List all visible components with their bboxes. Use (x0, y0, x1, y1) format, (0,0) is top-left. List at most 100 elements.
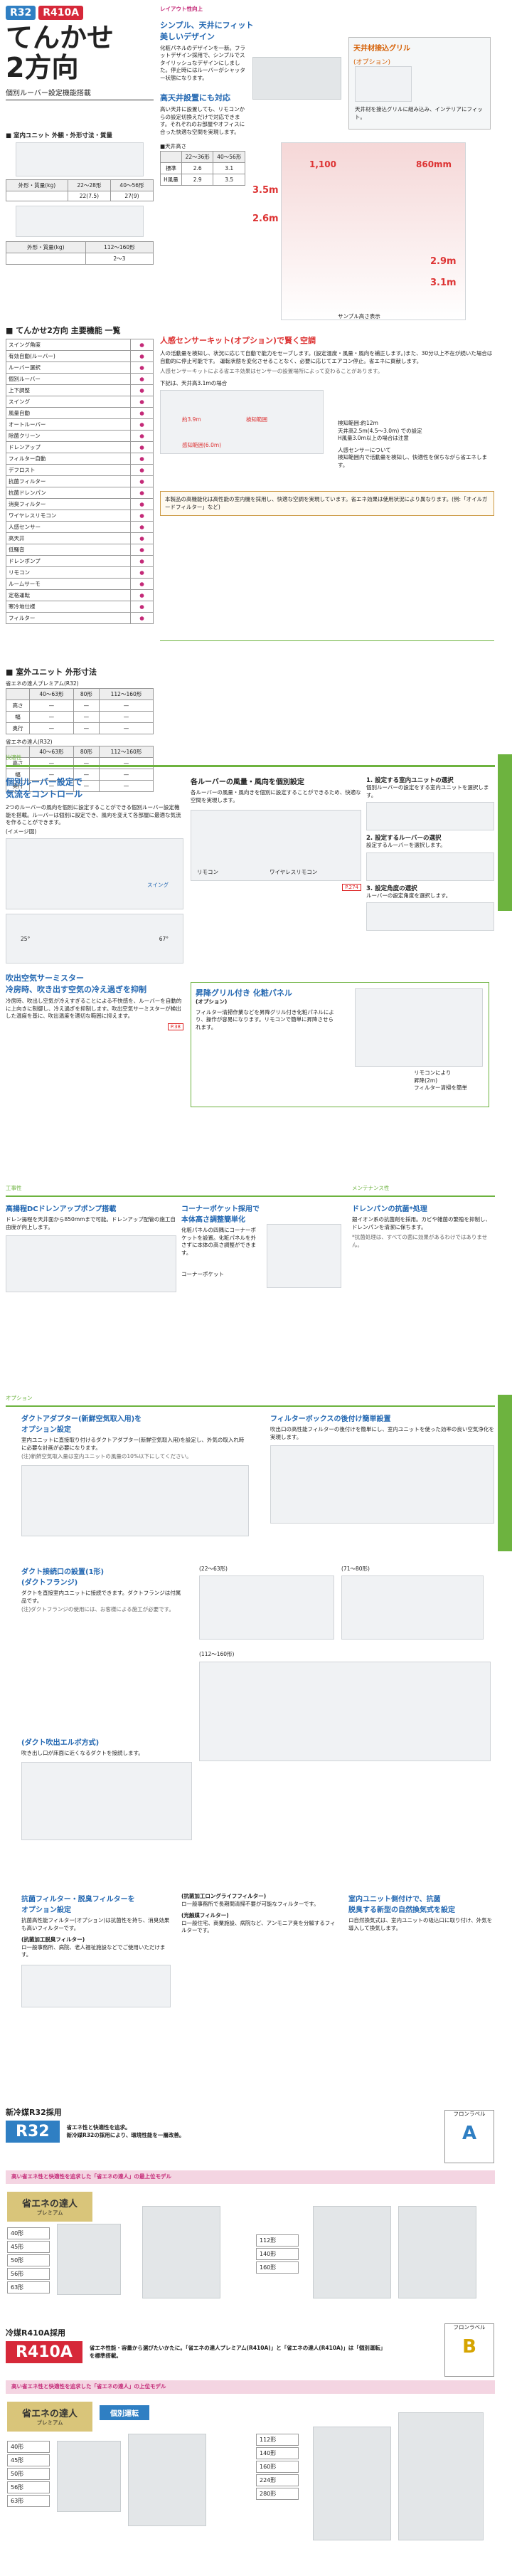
r410a-section: 冷媒R410A採用 R410A 省エネ性能・容量から選びたいかたに。「省エネの達… (6, 2327, 432, 2363)
r410a-logo: R410A (6, 2341, 82, 2363)
r410a-bar: 高い省エネ性と快適性を追求した「省エネの達人」の上位モデル (6, 2380, 495, 2394)
feature-label: 定格運転 (5, 589, 132, 601)
model-label: 50形 (7, 2468, 50, 2480)
feature-label: ドレンポンプ (5, 555, 132, 567)
r32-section: 新冷媒R32採用 R32 省エネ性と快適性を追求。 新冷媒R32の採用により、環… (6, 2106, 432, 2143)
outdoor-unit-photo-3 (313, 2206, 391, 2298)
sensor-legend: 検知範囲:約12m 天井高2.5m(4.5〜3.0m) での設定 H風量3.0m… (338, 420, 487, 468)
feature-mark: ● (130, 407, 154, 419)
model-label: 112形 (256, 2434, 299, 2446)
feature-row: 定格運転● (5, 589, 154, 601)
indoor-dims-heading: ■ 室内ユニット 外観・外形寸法・質量 (6, 132, 112, 139)
feature-row: フィルター自動● (5, 453, 154, 465)
title-line2: 2方向 (6, 52, 79, 83)
feature-row: オートルーバー● (5, 418, 154, 431)
feature-mark: ● (130, 464, 154, 476)
feature-row: 抗菌ドレンパン● (5, 487, 154, 499)
r32-badge: R32 (6, 6, 36, 20)
feature-mark: ● (130, 361, 154, 374)
feature-label: 抗菌ドレンパン (5, 487, 132, 499)
model-label: 160形 (256, 2461, 299, 2473)
feature-label: 低騒音 (5, 544, 132, 556)
model-label: 140形 (256, 2447, 299, 2459)
feature-mark: ● (130, 430, 154, 442)
feature-row: デフロスト● (5, 464, 154, 476)
sensor-section: 人感センサーキット(オプション)で賢く空調 人の活動量を検知し、状況に応じて自動… (160, 334, 494, 468)
individual-setting: 各ルーバーの風量・風向を個別設定 各ルーバーの風量・風向きを個別に設定することが… (191, 778, 361, 891)
feature-row: 上下調整● (5, 384, 154, 396)
duct-large: (112〜160形) (199, 1651, 491, 1765)
feature-row: 除菌クリーン● (5, 430, 154, 442)
premium-bar: 高い省エネ性と快適性を追求した「省エネの達人」の最上位モデル (6, 2170, 495, 2184)
louver-section: 個別ルーバー設定で 気流をコントロール 2つのルーバーの風向を個別に設定すること… (6, 776, 183, 1030)
r32-logo: R32 (6, 2121, 60, 2143)
feature-mark: ● (130, 555, 154, 567)
filter-box-diagram (270, 1445, 494, 1524)
freon-label-b: フロンラベル B (444, 2323, 494, 2377)
feature-label: スイング (5, 396, 132, 408)
feature-mark: ● (130, 498, 154, 510)
outdoor-unit-photo-4 (398, 2206, 476, 2298)
corner-pocket: コーナーポケット採用で 本体高さ調整簡単化 化粧パネルの四隅にコーナーポケットを… (181, 1203, 345, 1288)
feature-label: 人感センサー (5, 521, 132, 533)
ref-badge-p274[interactable]: P.274 (342, 884, 361, 891)
title-line1: てんかせ (6, 22, 114, 53)
feature-row: 抗菌フィルター● (5, 475, 154, 487)
feature-mark: ● (130, 578, 154, 590)
feature-label: 寒冷地仕様 (5, 601, 132, 613)
duct-sizes: (22〜63形) (71〜80形) (199, 1566, 491, 1644)
feature-row: フィルター● (5, 612, 154, 624)
feature-row: 人感センサー● (5, 521, 154, 533)
feature-row: 個別ルーバー● (5, 373, 154, 385)
lifting-grille-photo (355, 988, 483, 1067)
feature-label: リモコン (5, 566, 132, 579)
model-label: 45形 (7, 2454, 50, 2466)
feature-mark: ● (130, 544, 154, 556)
steps: 1. 設定する室内ユニットの選択 個別ルーバーの設定をする室内ユニットを選択しま… (366, 776, 494, 934)
feature-mark: ● (130, 532, 154, 544)
elbow-diagram (21, 1761, 192, 1840)
feature-label: 高天井 (5, 532, 132, 544)
feature-label: ルームサーモ (5, 578, 132, 590)
drain-pan: ドレンパンの抗菌*処理 銀イオン系の抗菌剤を採用。カビや雑菌の繁殖を抑制し、ドレ… (352, 1205, 491, 1248)
feature-row: スイング角度● (5, 339, 154, 351)
feature-mark: ● (130, 418, 154, 431)
indoor-unit-drawing (16, 142, 144, 176)
duct-connection: ダクト接続口の設置(1形) (ダクトフランジ) ダクトを直接室内ユニットに接続で… (21, 1568, 181, 1612)
feature-label: 風量自動 (5, 407, 132, 419)
feature-row: 有効自動(ルーバー)● (5, 350, 154, 362)
model-label: 63形 (7, 2281, 50, 2293)
feature-row: ワイヤレスリモコン● (5, 510, 154, 522)
duct-adapter: ダクトアダプター(新鮮空気取入用)を オプション設定 室内ユニットに直接取り付け… (21, 1413, 249, 1536)
feature-label: 個別ルーバー (5, 373, 132, 385)
model-label: 112形 (256, 2234, 299, 2247)
divider (160, 640, 494, 641)
feature-row: 高天井● (5, 532, 154, 544)
feature-label: 除菌クリーン (5, 430, 132, 442)
model-label: 40形 (7, 2441, 50, 2453)
individual-badge: 個別運転 (100, 2405, 149, 2420)
feature-mark: ● (130, 350, 154, 362)
sensor-diagram: 約3.9m 検知範囲 感知範囲(6.0m) (160, 390, 324, 454)
feature-row: 寒冷地仕様● (5, 601, 154, 613)
ceiling-diagram: 1,100 860mm 3.5m 2.6m 2.9m 3.1m サンプル高さ表示 (252, 142, 480, 327)
louver-diagram: スイング (6, 838, 183, 909)
feature-mark: ● (130, 339, 154, 351)
feature-label: フィルター (5, 612, 132, 624)
ref-badge-p38[interactable]: P.38 (167, 1023, 183, 1030)
model-label: 140形 (256, 2248, 299, 2260)
feature-label: ルーバー選択 (5, 361, 132, 374)
feature-label: 上下調整 (5, 384, 132, 396)
grille-photo (355, 66, 412, 102)
subtitle: 個別ルーバー設定機能搭載 (6, 87, 154, 100)
feature-row: 低騒音● (5, 544, 154, 556)
model-label: 56形 (7, 2481, 50, 2493)
grille-box: 天井材接込グリル (オプション) 天井材を接込グリルに組み込み、インテリアにフィ… (348, 37, 491, 130)
feature-label: ドレンアップ (5, 441, 132, 453)
